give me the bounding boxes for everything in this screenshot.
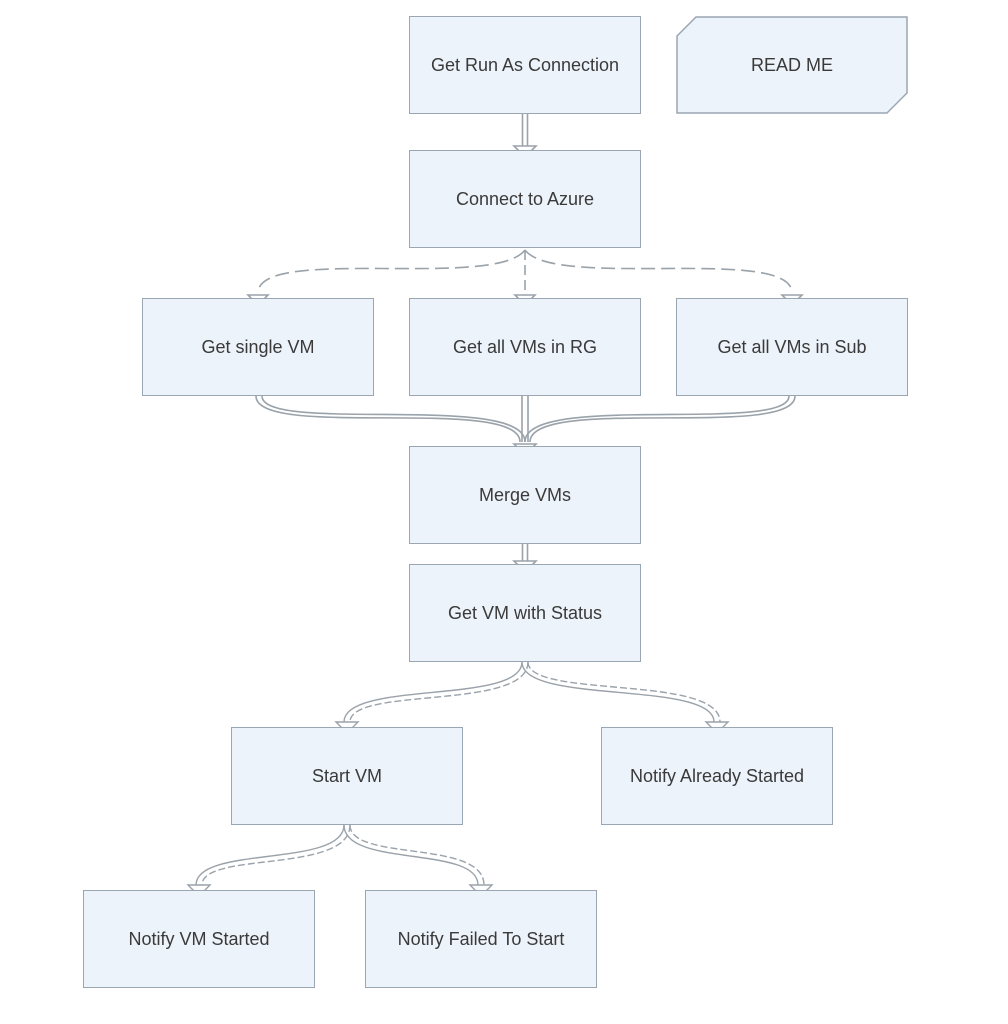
node-label: Connect to Azure [455,188,595,209]
node-notify-already-started[interactable]: Notify Already Started [601,727,833,825]
node-label: Get single VM [201,336,315,357]
node-get-run-as-connection[interactable]: Get Run As Connection [409,16,641,114]
link-status-to-start-vm[interactable] [334,661,529,734]
node-label: Get all VMs in Sub [717,336,867,357]
node-connect-to-azure[interactable]: Connect to Azure [409,150,641,248]
node-label: Notify Already Started [629,765,805,786]
link-get-single-vm-to-merge[interactable] [255,395,526,443]
node-label: Merge VMs [478,484,572,505]
link-connect-to-get-all-vms-in-rg[interactable] [513,250,537,307]
node-label: Get all VMs in RG [452,336,598,357]
link-start-vm-to-notify-vm-started[interactable] [186,824,351,897]
node-label: Notify Failed To Start [397,928,565,949]
node-get-single-vm[interactable]: Get single VM [142,298,374,396]
node-get-all-vms-in-rg[interactable]: Get all VMs in RG [409,298,641,396]
node-label: Get Run As Connection [430,54,620,75]
node-label: Notify VM Started [128,928,270,949]
node-notify-vm-started[interactable]: Notify VM Started [83,890,315,988]
link-status-to-notify-already-started[interactable] [521,661,730,734]
node-get-all-vms-in-sub[interactable]: Get all VMs in Sub [676,298,908,396]
node-label: READ ME [750,54,833,75]
node-get-vm-with-status[interactable]: Get VM with Status [409,564,641,662]
note-read-me[interactable]: READ ME [676,16,908,114]
node-label: Start VM [311,765,382,786]
link-connect-to-get-single-vm[interactable] [246,249,526,307]
node-label: Get VM with Status [447,602,603,623]
link-connect-to-get-all-vms-in-sub[interactable] [524,249,804,307]
node-start-vm[interactable]: Start VM [231,727,463,825]
link-start-vm-to-notify-failed-to-start[interactable] [343,824,494,897]
node-notify-failed-to-start[interactable]: Notify Failed To Start [365,890,597,988]
node-merge-vms[interactable]: Merge VMs [409,446,641,544]
note-shape [676,16,908,114]
